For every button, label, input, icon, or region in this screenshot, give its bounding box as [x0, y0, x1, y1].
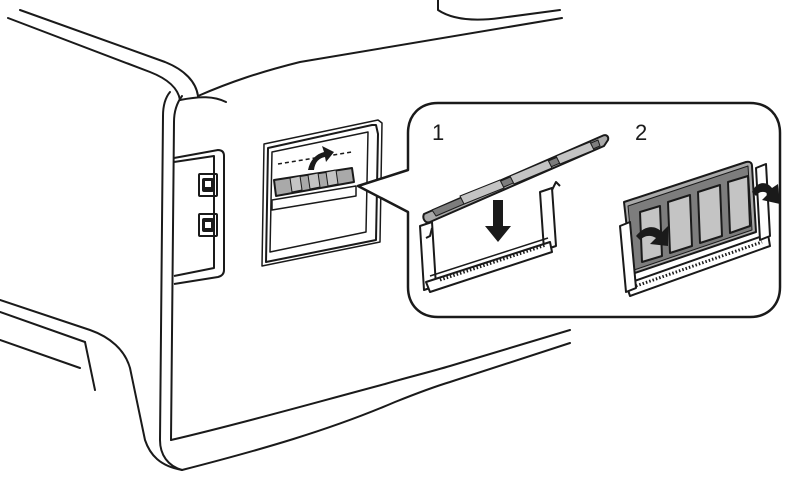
step-1-insert: [419, 134, 610, 293]
curved-arrow-icon: [752, 183, 780, 204]
callout-bubble: [356, 101, 782, 319]
arrow-down-icon: [485, 200, 511, 242]
ethernet-port: [198, 173, 218, 197]
memory-slot-panel: [261, 119, 383, 267]
printer-body: [0, 0, 571, 471]
usb-port: [198, 213, 218, 237]
step-2-chip: [697, 184, 723, 244]
step-1-memory-slot: [419, 181, 561, 293]
step-2-chip: [727, 175, 751, 234]
step-2-chip: [667, 194, 693, 254]
panel-arrow-icon: [308, 146, 334, 170]
interface-ports: [173, 149, 225, 285]
step-1-label: 1: [432, 120, 444, 145]
step-2-installed: [619, 160, 780, 297]
step-2-label: 2: [635, 120, 647, 145]
curved-arrow-icon: [636, 226, 668, 246]
